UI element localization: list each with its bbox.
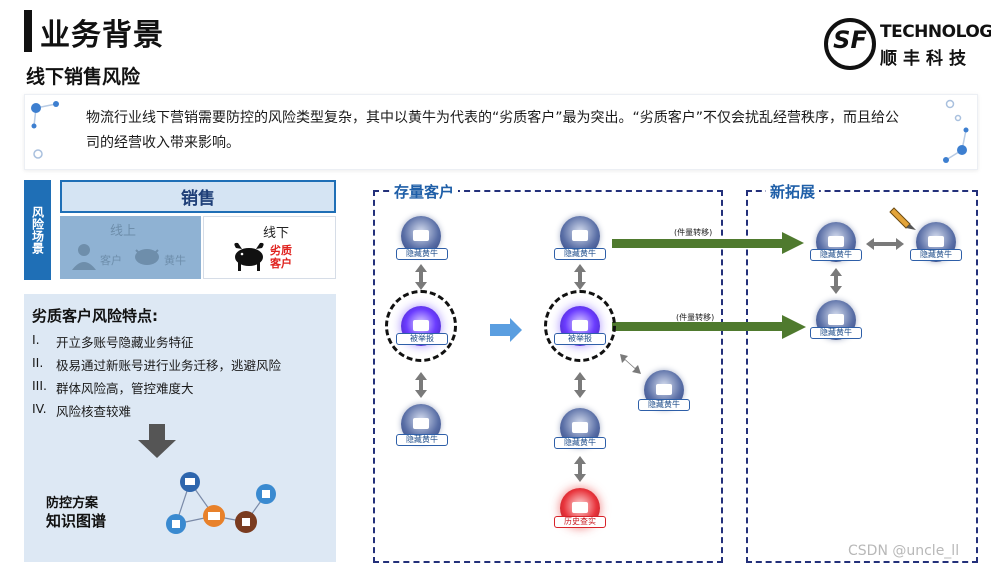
- risk-scene-tag-text: 风险场景: [30, 206, 45, 254]
- bull-icon: [234, 242, 264, 271]
- pencil-icon: [889, 207, 916, 230]
- node-label: 隐藏黄牛: [554, 437, 606, 449]
- feature-num-4: IV.: [32, 401, 47, 416]
- offline-label: 线下: [263, 226, 290, 241]
- highlight-ring: [385, 290, 457, 362]
- region-existing-customers: [373, 190, 723, 563]
- logo-text-cn: 顺丰科技: [880, 49, 972, 69]
- node-label: 隐藏黄牛: [396, 248, 448, 260]
- id-card-icon: [928, 236, 944, 247]
- id-card-icon: [656, 384, 672, 395]
- molecule-decor-icon-right: [943, 99, 969, 163]
- id-card-icon: [828, 236, 844, 247]
- molecule-decor-icon: [31, 101, 59, 159]
- logo-text-en: TECHNOLOGY: [880, 22, 991, 42]
- online-item-customer: 客户: [100, 254, 122, 267]
- edge-label-transfer-2: (件量转移): [676, 313, 715, 322]
- feature-num-1: I.: [32, 332, 40, 347]
- watermark: CSDN @uncle_ll: [848, 543, 960, 559]
- region-new-expansion: [746, 190, 978, 563]
- inferior-customer-badge: 劣质客户: [270, 244, 292, 270]
- id-card-icon: [413, 230, 429, 241]
- region-new-title: 新拓展: [766, 181, 820, 202]
- id-card-icon: [572, 422, 588, 433]
- feature-item-2: 极易通过新账号进行业务迁移，逃避风险: [56, 358, 282, 373]
- id-card-icon: [413, 418, 429, 429]
- intro-text: 物流行业线下营销需要防控的风险类型复杂，其中以黄牛为代表的“劣质客户”最为突出。…: [86, 110, 900, 151]
- id-card-icon: [572, 320, 588, 331]
- id-card-icon: [572, 230, 588, 241]
- feature-item-1: 开立多账号隐藏业务特征: [56, 335, 194, 350]
- title-accent-bar: [24, 10, 32, 52]
- features-title: 劣质客户风险特点:: [32, 307, 158, 325]
- sales-header: 销售: [60, 180, 336, 213]
- node-label: 被举报: [396, 333, 448, 345]
- node-label: 隐藏黄牛: [638, 399, 690, 411]
- id-card-icon: [572, 502, 588, 513]
- page-title: 业务背景: [40, 18, 164, 53]
- feature-num-3: III.: [32, 378, 48, 393]
- plan-label: 防控方案: [46, 496, 99, 511]
- page-subtitle: 线下销售风险: [26, 66, 141, 88]
- feature-item-4: 风险核查较难: [56, 404, 132, 419]
- feature-num-2: II.: [32, 355, 44, 370]
- node-label: 历史查实: [554, 516, 606, 528]
- intro-box: [24, 94, 978, 170]
- online-item-scalper: 黄牛: [164, 254, 186, 267]
- risk-scene-tag: 风险场景: [24, 180, 51, 280]
- node-label: 被举报: [554, 333, 606, 345]
- highlight-ring: [544, 290, 616, 362]
- offline-panel: [203, 216, 336, 279]
- id-card-icon: [828, 314, 844, 325]
- node-label: 隐藏黄牛: [810, 327, 862, 339]
- scalper-cow-icon: [135, 249, 159, 265]
- customer-person-icon: [72, 244, 96, 270]
- knowledge-graph-icon: [166, 472, 276, 534]
- node-label: 隐藏黄牛: [554, 248, 606, 260]
- feature-item-3: 群体风险高，管控难度大: [56, 381, 194, 396]
- node-label: 隐藏黄牛: [810, 249, 862, 261]
- down-arrow-icon: [138, 424, 176, 458]
- edge-label-transfer-1: (件量转移): [674, 228, 713, 237]
- node-label: 隐藏黄牛: [910, 249, 962, 261]
- node-label: 隐藏黄牛: [396, 434, 448, 446]
- sf-logo-mark: SF: [833, 26, 867, 54]
- sf-logo-ring: [824, 18, 876, 70]
- id-card-icon: [413, 320, 429, 331]
- online-label: 线上: [110, 224, 137, 239]
- region-existing-title: 存量客户: [390, 181, 459, 202]
- plan-value: 知识图谱: [46, 512, 107, 530]
